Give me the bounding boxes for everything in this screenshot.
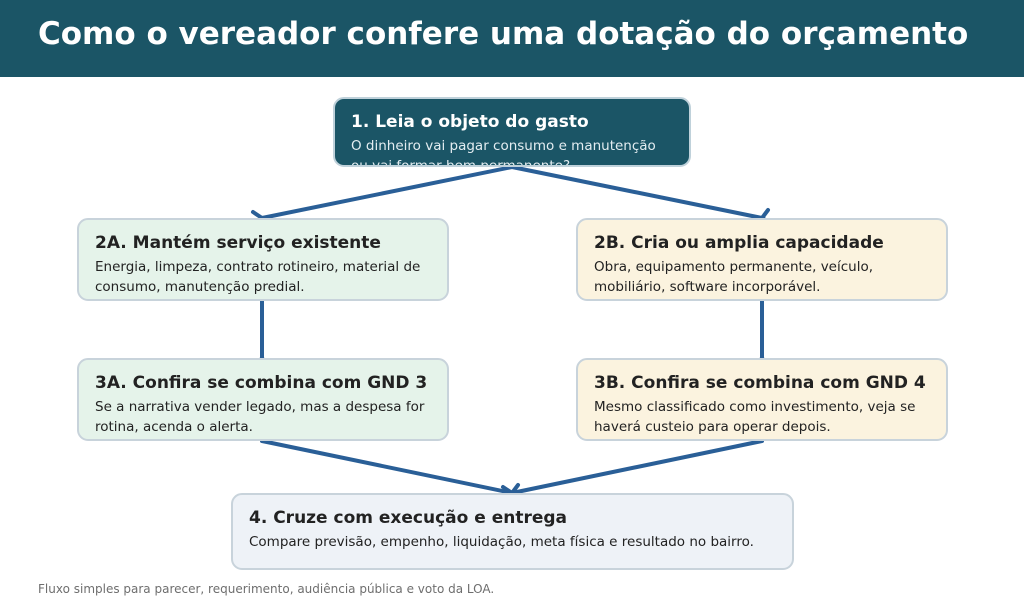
step-3a-box: 3A. Confira se combina com GND 3 Se a na… [77, 358, 449, 441]
step-3b-title: 3B. Confira se combina com GND 4 [594, 373, 926, 393]
step-1-description: O dinheiro vai pagar consumo e manutençã… [351, 138, 656, 167]
step-4-box: 4. Cruze com execução e entrega Compare … [231, 493, 794, 570]
step-3b-box: 3B. Confira se combina com GND 4 Mesmo c… [576, 358, 948, 441]
footnote: Fluxo simples para parecer, requerimento… [38, 582, 495, 596]
step-2b-title: 2B. Cria ou amplia capacidade [594, 233, 884, 253]
header-bar: Como o vereador confere uma dotação do o… [0, 0, 1024, 77]
step-1-title: 1. Leia o objeto do gasto [351, 112, 589, 132]
step-2b-description: Obra, equipamento permanente, veículo, m… [594, 259, 874, 295]
step-2a-title: 2A. Mantém serviço existente [95, 233, 381, 253]
step-1-box: 1. Leia o objeto do gasto O dinheiro vai… [333, 97, 691, 167]
arrow-1-to-2b [510, 165, 764, 220]
step-2a-box: 2A. Mantém serviço existente Energia, li… [77, 218, 449, 301]
arrow-1-to-2a [260, 165, 514, 220]
step-4-title: 4. Cruze com execução e entrega [249, 508, 568, 528]
arrow-3a-to-4 [260, 439, 514, 495]
step-3a-title: 3A. Confira se combina com GND 3 [95, 373, 428, 393]
arrow-3b-to-4 [510, 439, 764, 495]
page-title: Como o vereador confere uma dotação do o… [38, 16, 969, 52]
step-3b-description: Mesmo classificado como investimento, ve… [594, 399, 916, 435]
step-4-description: Compare previsão, empenho, liquidação, m… [249, 534, 754, 550]
step-2b-box: 2B. Cria ou amplia capacidade Obra, equi… [576, 218, 948, 301]
step-3a-description: Se a narrativa vender legado, mas a desp… [95, 399, 425, 435]
step-2a-description: Energia, limpeza, contrato rotineiro, ma… [95, 259, 421, 295]
